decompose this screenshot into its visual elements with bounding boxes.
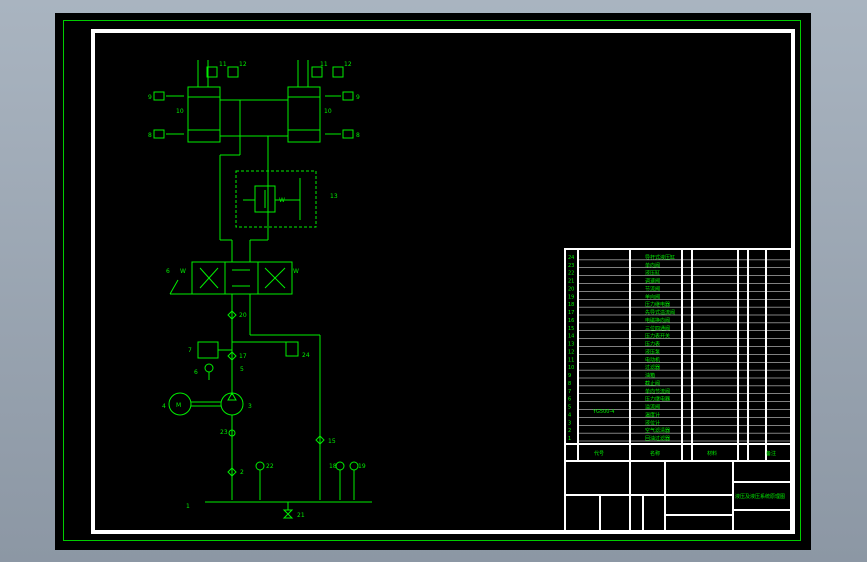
- left-cylinder: [153, 60, 239, 143]
- part-row-number: 16: [568, 318, 574, 324]
- part-code: YG500-4: [592, 409, 614, 415]
- part-row-number: 15: [568, 326, 574, 332]
- label-12-right: 12: [344, 61, 352, 68]
- part-row-name: 液压缸: [645, 270, 660, 277]
- label-5: 5: [240, 366, 244, 373]
- part-row-number: 11: [568, 357, 574, 363]
- part-row-name: 液压泵: [645, 348, 660, 355]
- label-12-left: 12: [239, 61, 247, 68]
- label-18: 18: [329, 463, 337, 470]
- part-row-name: 液位计: [645, 419, 660, 426]
- label-23: 23: [220, 429, 228, 436]
- spring-left: W: [180, 268, 186, 275]
- part-row-number: 4: [568, 412, 571, 418]
- part-row-name: 三位四通阀: [645, 325, 670, 332]
- part-row-number: 1: [568, 436, 571, 442]
- part-row-number: 7: [568, 389, 571, 395]
- part-row-name: 压力表: [645, 341, 660, 348]
- label-6b: 6: [194, 369, 198, 376]
- part-row-number: 12: [568, 349, 574, 355]
- label-3: 3: [248, 403, 252, 410]
- label-6: 6: [166, 268, 170, 275]
- label-17: 17: [239, 353, 247, 360]
- part-row-number: 5: [568, 405, 571, 411]
- label-21: 21: [297, 512, 305, 519]
- title-block: [564, 248, 792, 532]
- part-row-name: 过滤器: [645, 364, 660, 371]
- label-8-right: 8: [356, 132, 360, 139]
- label-11-left: 11: [219, 61, 227, 68]
- label-13: 13: [330, 193, 338, 200]
- part-row-number: 22: [568, 271, 574, 277]
- part-row-number: 13: [568, 342, 574, 348]
- part-row-number: 24: [568, 255, 574, 261]
- part-row-number: 20: [568, 286, 574, 292]
- part-row-name: 先导式溢流阀: [645, 309, 675, 316]
- part-row-number: 3: [568, 420, 571, 426]
- part-row-name: 截止阀: [645, 380, 660, 387]
- part-row-name: 电磁换向阀: [645, 317, 670, 324]
- part-row-name: 调速阀: [645, 278, 660, 285]
- pump-3: [220, 391, 244, 416]
- label-22: 22: [266, 463, 274, 470]
- part-row-number: 17: [568, 310, 574, 316]
- col-remark: 备注: [766, 450, 776, 457]
- right-cylinder: [287, 60, 354, 143]
- sheet-border: [63, 20, 801, 541]
- label-10: 10: [176, 108, 184, 115]
- part-row-number: 9: [568, 373, 571, 379]
- label-10-right: 10: [324, 108, 332, 115]
- label-24: 24: [302, 352, 310, 359]
- col-name: 名称: [650, 450, 660, 457]
- directional-valve-8: [169, 261, 293, 295]
- part-row-name: 导杆式液压缸: [645, 254, 675, 261]
- label-2: 2: [240, 469, 244, 476]
- part-row-name: 电动机: [645, 356, 660, 363]
- part-row-number: 18: [568, 302, 574, 308]
- part-row-name: 溢流阀: [645, 404, 660, 411]
- spring-relief: W: [279, 197, 285, 204]
- label-4: 4: [162, 403, 166, 410]
- col-material: 材料: [707, 450, 717, 457]
- part-row-number: 10: [568, 365, 574, 371]
- drawing-title: 液压及液压系统原理图: [735, 493, 785, 500]
- part-row-number: 14: [568, 334, 574, 340]
- label-15: 15: [328, 438, 336, 445]
- label-7: 7: [188, 347, 192, 354]
- motor-symbol: M: [176, 402, 181, 409]
- label-9-right: 9: [356, 94, 360, 101]
- label-11-right: 11: [320, 61, 328, 68]
- label-8-left: 8: [148, 132, 152, 139]
- part-row-number: 6: [568, 397, 571, 403]
- part-row-name: 压力表开关: [645, 333, 670, 340]
- part-row-name: 节流阀: [645, 285, 660, 292]
- drawing-frame: [91, 29, 795, 534]
- part-row-number: 19: [568, 294, 574, 300]
- part-row-number: 23: [568, 263, 574, 269]
- part-row-name: 单向节流阀: [645, 388, 670, 395]
- part-row-name: 油箱: [645, 372, 655, 379]
- col-code: 代号: [594, 450, 604, 457]
- part-row-number: 8: [568, 381, 571, 387]
- label-1: 1: [186, 503, 190, 510]
- part-row-name: 单向阀: [645, 293, 660, 300]
- part-row-name: 压力继电器: [645, 301, 670, 308]
- part-row-name: 回油过滤器: [645, 435, 670, 442]
- motor-4: [168, 392, 221, 416]
- label-19: 19: [358, 463, 366, 470]
- spring-right: W: [293, 268, 299, 275]
- label-9-left: 9: [148, 94, 152, 101]
- relief-valve-13: [235, 170, 317, 228]
- label-20: 20: [239, 312, 247, 319]
- part-row-name: 单向阀: [645, 262, 660, 269]
- part-row-name: 温度计: [645, 411, 660, 418]
- part-row-number: 2: [568, 428, 571, 434]
- part-row-number: 21: [568, 279, 574, 285]
- part-row-name: 空气滤清器: [645, 427, 670, 434]
- part-row-name: 压力继电器: [645, 396, 670, 403]
